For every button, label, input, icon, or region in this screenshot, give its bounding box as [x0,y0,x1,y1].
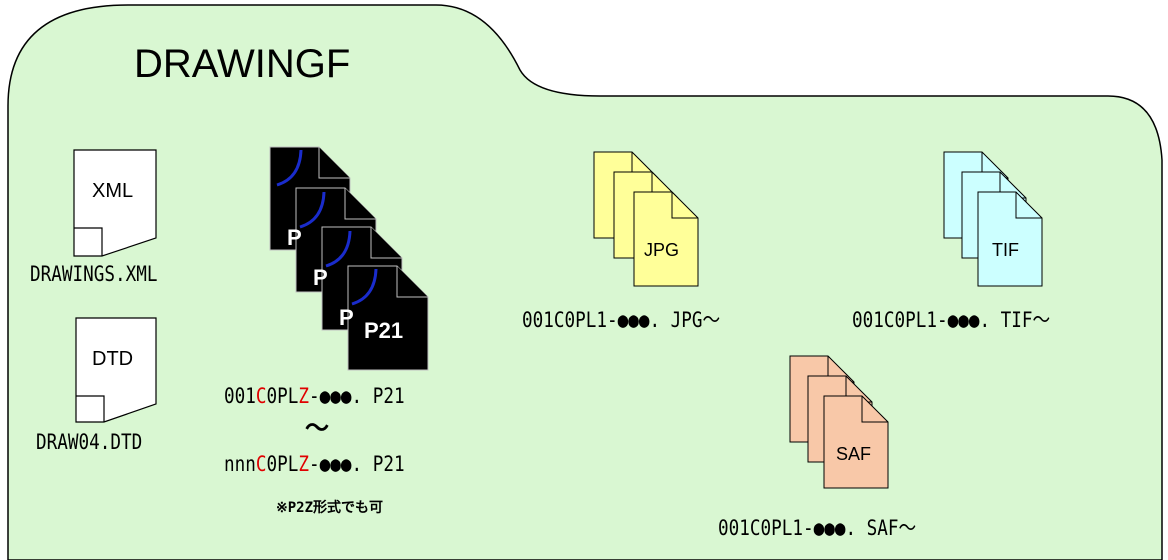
p21-icon-label: P21 [364,318,404,343]
saf-icon-label: SAF [836,444,872,464]
svg-text:P: P [339,305,354,330]
xml-file-name: DRAWINGS.XML [30,262,158,286]
saf-file-name: 001C0PL1-●●●. SAF～ [718,516,917,540]
p2z-note: ※P2Z形式でも可 [276,500,384,516]
saf-file-stack-icon [789,355,889,489]
jpg-file-stack-icon [593,151,699,287]
xml-icon-label: XML [92,180,134,202]
svg-text:P: P [313,265,328,290]
jpg-icon-label: JPG [644,240,680,260]
p21-file-name-start: 001C0PLZ-●●●. P21 [224,384,405,408]
dtd-file-icon [75,317,157,423]
dtd-icon-label: DTD [92,348,134,370]
folder-title: DRAWINGF [134,42,351,86]
svg-text:P: P [287,225,302,250]
tif-icon-label: TIF [992,240,1019,260]
tif-file-stack-icon [943,151,1043,287]
jpg-file-name: 001C0PL1-●●●. JPG～ [522,308,721,332]
p21-file-name-end: nnnC0PLZ-●●●. P21 [224,452,405,476]
xml-file-icon [73,149,157,257]
tif-file-name: 001C0PL1-●●●. TIF～ [852,308,1051,332]
range-tilde: ～ [305,414,329,442]
dtd-file-name: DRAW04.DTD [36,430,143,454]
p21-file-stack-icon: P P P [269,146,429,371]
